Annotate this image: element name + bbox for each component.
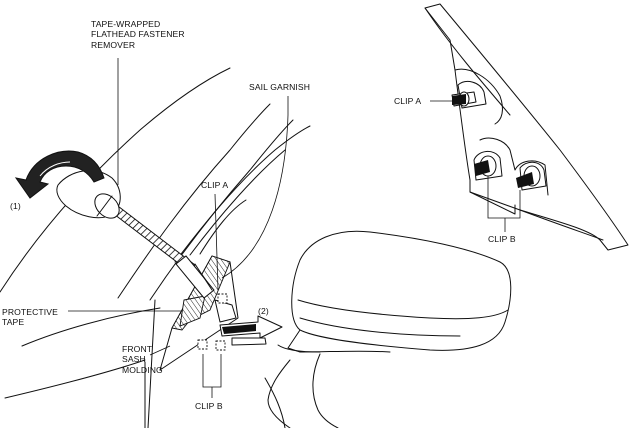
step-2-text: (2) [258,306,269,316]
clip-a-text-left: CLIP A [201,180,229,190]
clip-b-marker-left-2 [215,340,226,351]
step-1-text: (1) [10,201,21,211]
clip-b-marker-left-1 [197,339,208,350]
clip-b-text-right: CLIP B [488,234,516,244]
rotation-arrow-1 [14,150,105,199]
clip-a-text-right: CLIP A [394,96,422,106]
tool-label-line-1: TAPE-WRAPPED [91,19,161,29]
tool-label-line-3: REMOVER [91,39,136,50]
direction-arrow-2 [219,315,283,346]
clip-b-text-left: CLIP B [195,401,223,411]
front-sash-molding-label: FRONT SASH MOLDING [122,344,163,375]
sail-garnish-text: SAIL GARNISH [249,82,311,92]
clip-b-label-right: CLIP B [488,234,516,244]
flathead-tool [56,170,215,299]
window-frame-lines [0,67,311,428]
inset-garnish [424,3,629,251]
protective-tape-label: PROTECTIVE TAPE [2,307,58,328]
clip-a-marker-left [217,293,228,304]
front-sash-molding-line-1: FRONT [122,344,153,354]
clip-b-label-left: CLIP B [195,401,223,411]
clip-a-label-right: CLIP A [394,96,421,106]
front-sash-molding-line-2: SASH [122,354,146,365]
tool-label-line-2: FLATHEAD FASTENER [91,29,185,40]
clip-a-label-left: CLIP A [201,180,228,190]
leader-lines-right [430,100,521,232]
inset-clip-b-1 [473,151,503,181]
inset-clip-a [451,81,487,109]
inset-clip-b-2 [516,161,547,191]
door-mirror [264,230,512,428]
protective-tape-line-2: TAPE [2,317,25,328]
tool-label: TAPE-WRAPPED FLATHEAD FASTENER REMOVER [91,19,185,50]
protective-tape-line-1: PROTECTIVE [2,307,58,317]
front-sash-molding-line-3: MOLDING [122,364,163,375]
step-1-label: (1) [10,201,21,211]
leader-lines-left [68,58,289,398]
step-2-label: (2) [258,306,269,316]
sail-garnish-label: SAIL GARNISH [249,82,310,92]
